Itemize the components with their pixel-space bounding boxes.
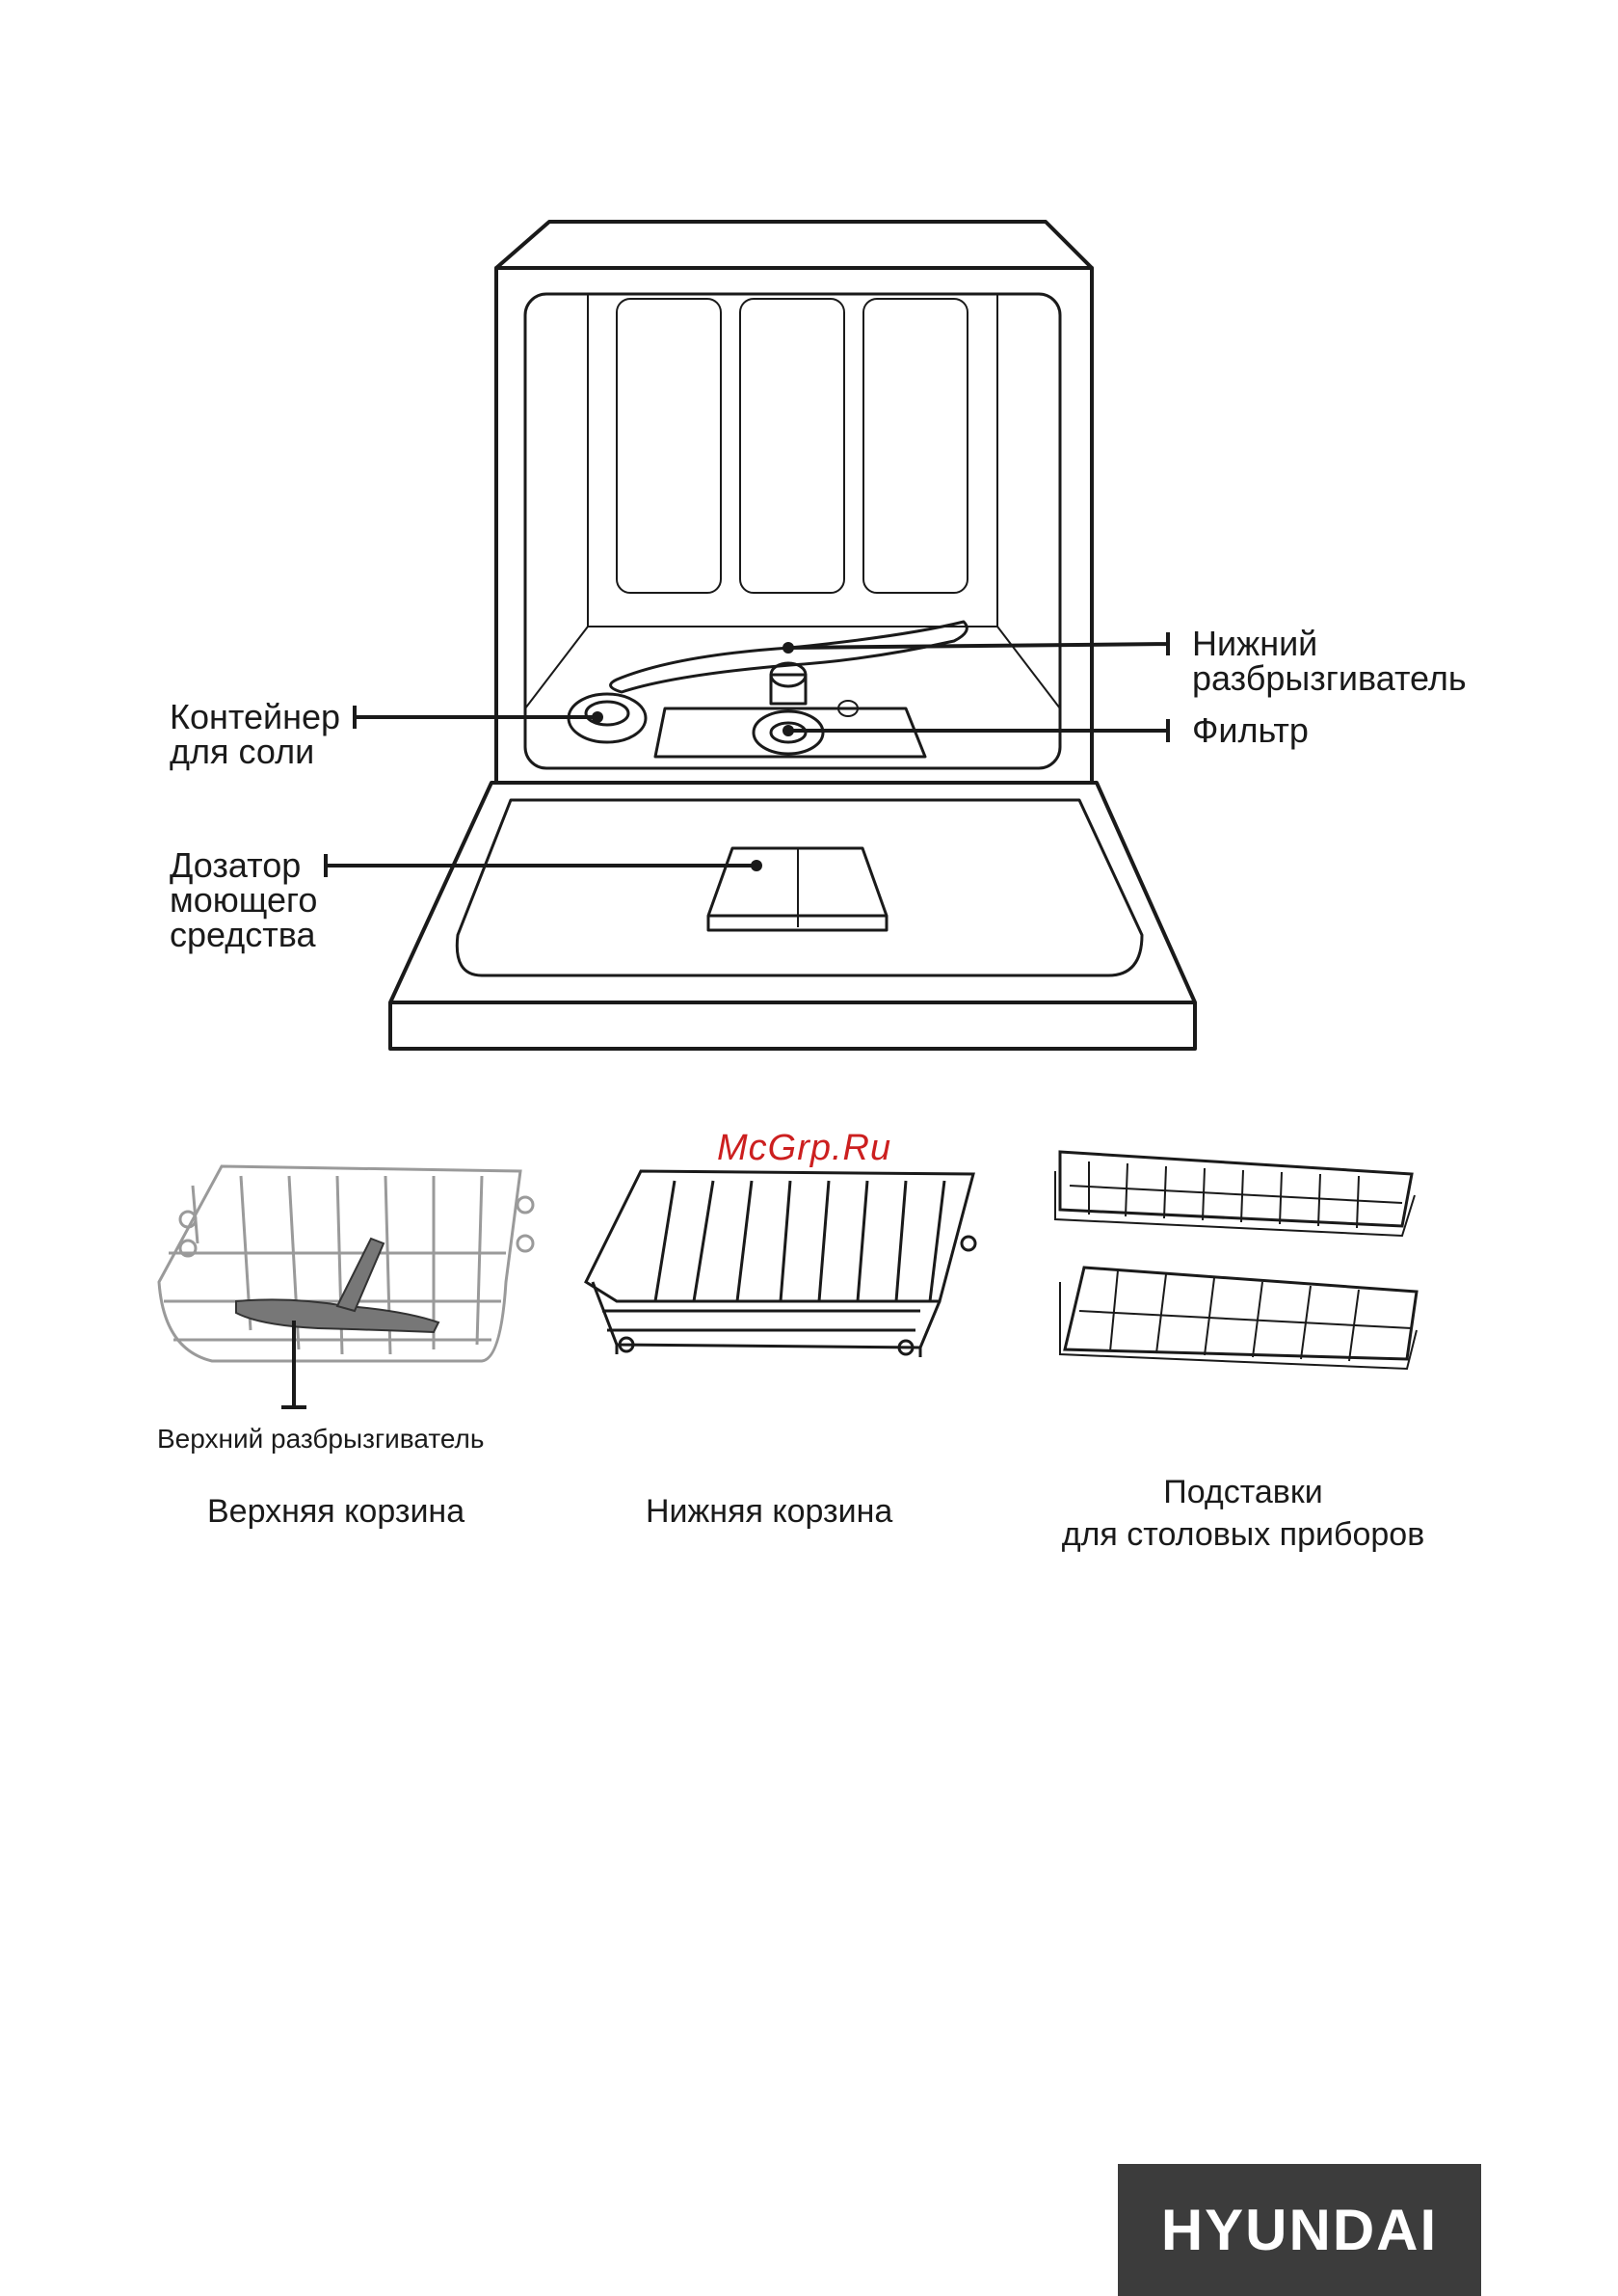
label-lower-sprayer: Нижний разбрызгиватель	[1192, 627, 1467, 696]
label-detergent-dispenser-line1: Дозатор	[170, 848, 317, 883]
brand-logo-text: HYUNDAI	[1161, 2197, 1438, 2263]
brand-logo: HYUNDAI	[1118, 2164, 1481, 2296]
label-salt-container-line1: Контейнер	[170, 700, 340, 734]
upper-basket-illustration	[159, 1166, 533, 1361]
label-salt-container-line2: для соли	[170, 734, 340, 769]
watermark: McGrp.Ru	[717, 1128, 891, 1169]
caption-cutlery-line1: Подставки	[1041, 1471, 1446, 1513]
caption-cutlery: Подставки для столовых приборов	[1041, 1471, 1446, 1556]
label-detergent-dispenser-line2: моющего	[170, 883, 317, 918]
caption-lower-basket: Нижняя корзина	[646, 1490, 892, 1533]
label-salt-container: Контейнер для соли	[170, 700, 340, 769]
label-detergent-dispenser: Дозатор моющего средства	[170, 848, 317, 952]
label-lower-sprayer-line1: Нижний	[1192, 627, 1467, 661]
door	[390, 783, 1195, 1002]
caption-cutlery-line2: для столовых приборов	[1041, 1513, 1446, 1556]
tub	[525, 294, 1060, 768]
label-lower-sprayer-line2: разбрызгиватель	[1192, 661, 1467, 696]
label-detergent-dispenser-line3: средства	[170, 918, 317, 952]
lower-basket-illustration	[586, 1171, 975, 1357]
cabinet-top	[496, 222, 1092, 268]
cutlery-trays-illustration	[1055, 1152, 1417, 1369]
caption-upper-basket: Верхняя корзина	[207, 1490, 464, 1533]
label-upper-sprayer: Верхний разбрызгиватель	[157, 1425, 484, 1454]
lower-sprayer-arm	[611, 622, 968, 692]
label-filter: Фильтр	[1192, 713, 1309, 748]
cabinet-body	[496, 268, 1092, 783]
